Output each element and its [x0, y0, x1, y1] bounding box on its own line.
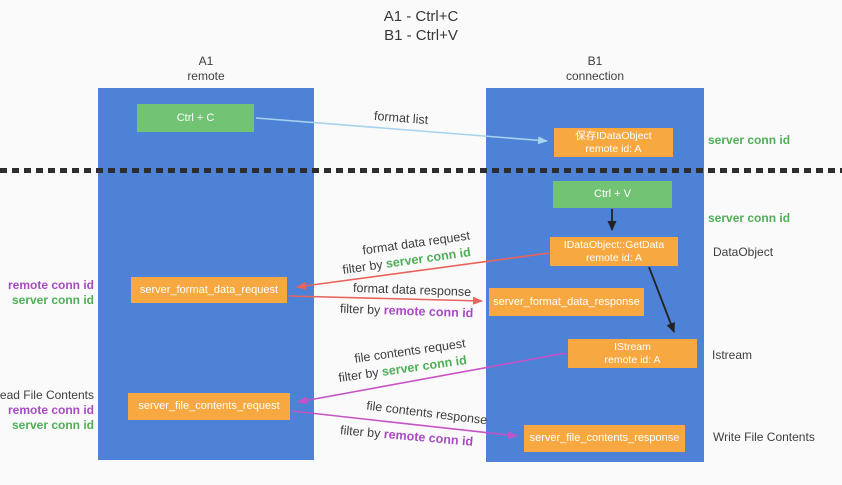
file-contents-request-arrow	[297, 352, 567, 405]
server-conn-id-label-top-left: server conn id	[11, 293, 94, 307]
clipboard-boundary-divider	[0, 168, 842, 173]
node-save-idataobject: 保存IDataObject remote id: A	[554, 128, 673, 157]
node-ctrl-c: Ctrl + C	[137, 104, 254, 132]
node-server-format-data-request-label: server_format_data_request	[139, 283, 279, 296]
left-conn-id-stack-bottom: Read File Contents remote conn id server…	[0, 388, 94, 433]
node-save-idataobject-line1: 保存IDataObject	[575, 129, 652, 142]
node-ctrl-v-label: Ctrl + V	[594, 188, 631, 200]
node-server-format-data-response: server_format_data_response	[489, 288, 644, 316]
node-istream-line1: IStream	[614, 340, 651, 353]
remote-conn-id-label-top-left: remote conn id	[7, 278, 94, 292]
format-data-request-arrow	[296, 252, 550, 290]
format-list-arrow	[255, 117, 548, 145]
remote-conn-id-label-bottom-left: remote conn id	[7, 403, 94, 417]
read-file-contents-label: Read File Contents	[0, 388, 94, 402]
file-contents-response-arrow	[291, 410, 518, 439]
format-data-response-arrow	[288, 295, 483, 305]
node-idataobject-getdata-line1: IDataObject::GetData	[563, 238, 665, 251]
title-line-2: B1 - Ctrl+V	[384, 27, 458, 44]
lane-b1-name: B1	[587, 54, 603, 68]
node-server-format-data-request: server_format_data_request	[131, 277, 287, 303]
node-ctrl-c-label: Ctrl + C	[176, 111, 215, 124]
server-conn-id-label-top-right: server conn id	[708, 133, 791, 147]
lane-a1-name: A1	[198, 54, 214, 68]
node-ctrl-v: Ctrl + V	[553, 181, 672, 208]
node-server-file-contents-response-label: server_file_contents_response	[529, 432, 680, 444]
server-conn-id-label-bottom-left: server conn id	[11, 418, 94, 432]
node-server-format-data-response-label: server_format_data_response	[493, 295, 640, 308]
title-line-1: A1 - Ctrl+C	[383, 8, 459, 25]
filter-by-prefix: filter by	[339, 301, 385, 318]
node-istream-line2: remote id: A	[604, 353, 661, 366]
node-server-file-contents-request: server_file_contents_request	[128, 393, 290, 420]
lane-b1-subtitle: connection	[565, 69, 625, 83]
lane-header-b1: B1 connection	[486, 54, 704, 84]
node-server-file-contents-request-label: server_file_contents_request	[138, 400, 280, 412]
write-file-contents-label: Write File Contents	[713, 430, 815, 444]
node-server-file-contents-response: server_file_contents_response	[524, 425, 685, 452]
node-idataobject-getdata-line2: remote id: A	[585, 251, 643, 264]
node-save-idataobject-line2: remote id: A	[585, 142, 642, 155]
istream-label: Istream	[712, 348, 753, 362]
lane-header-a1: A1 remote	[98, 54, 314, 84]
lane-a1-subtitle: remote	[187, 69, 225, 83]
getdata-to-istream-arrow	[648, 266, 675, 333]
left-conn-id-stack-top: remote conn id server conn id	[8, 278, 94, 308]
node-idataobject-getdata: IDataObject::GetData remote id: A	[550, 237, 678, 266]
dataobject-label: DataObject	[713, 245, 774, 259]
diagram-title: A1 - Ctrl+C B1 - Ctrl+V	[0, 7, 842, 45]
server-conn-id-label-mid-right: server conn id	[708, 211, 791, 225]
node-istream: IStream remote id: A	[568, 339, 697, 368]
